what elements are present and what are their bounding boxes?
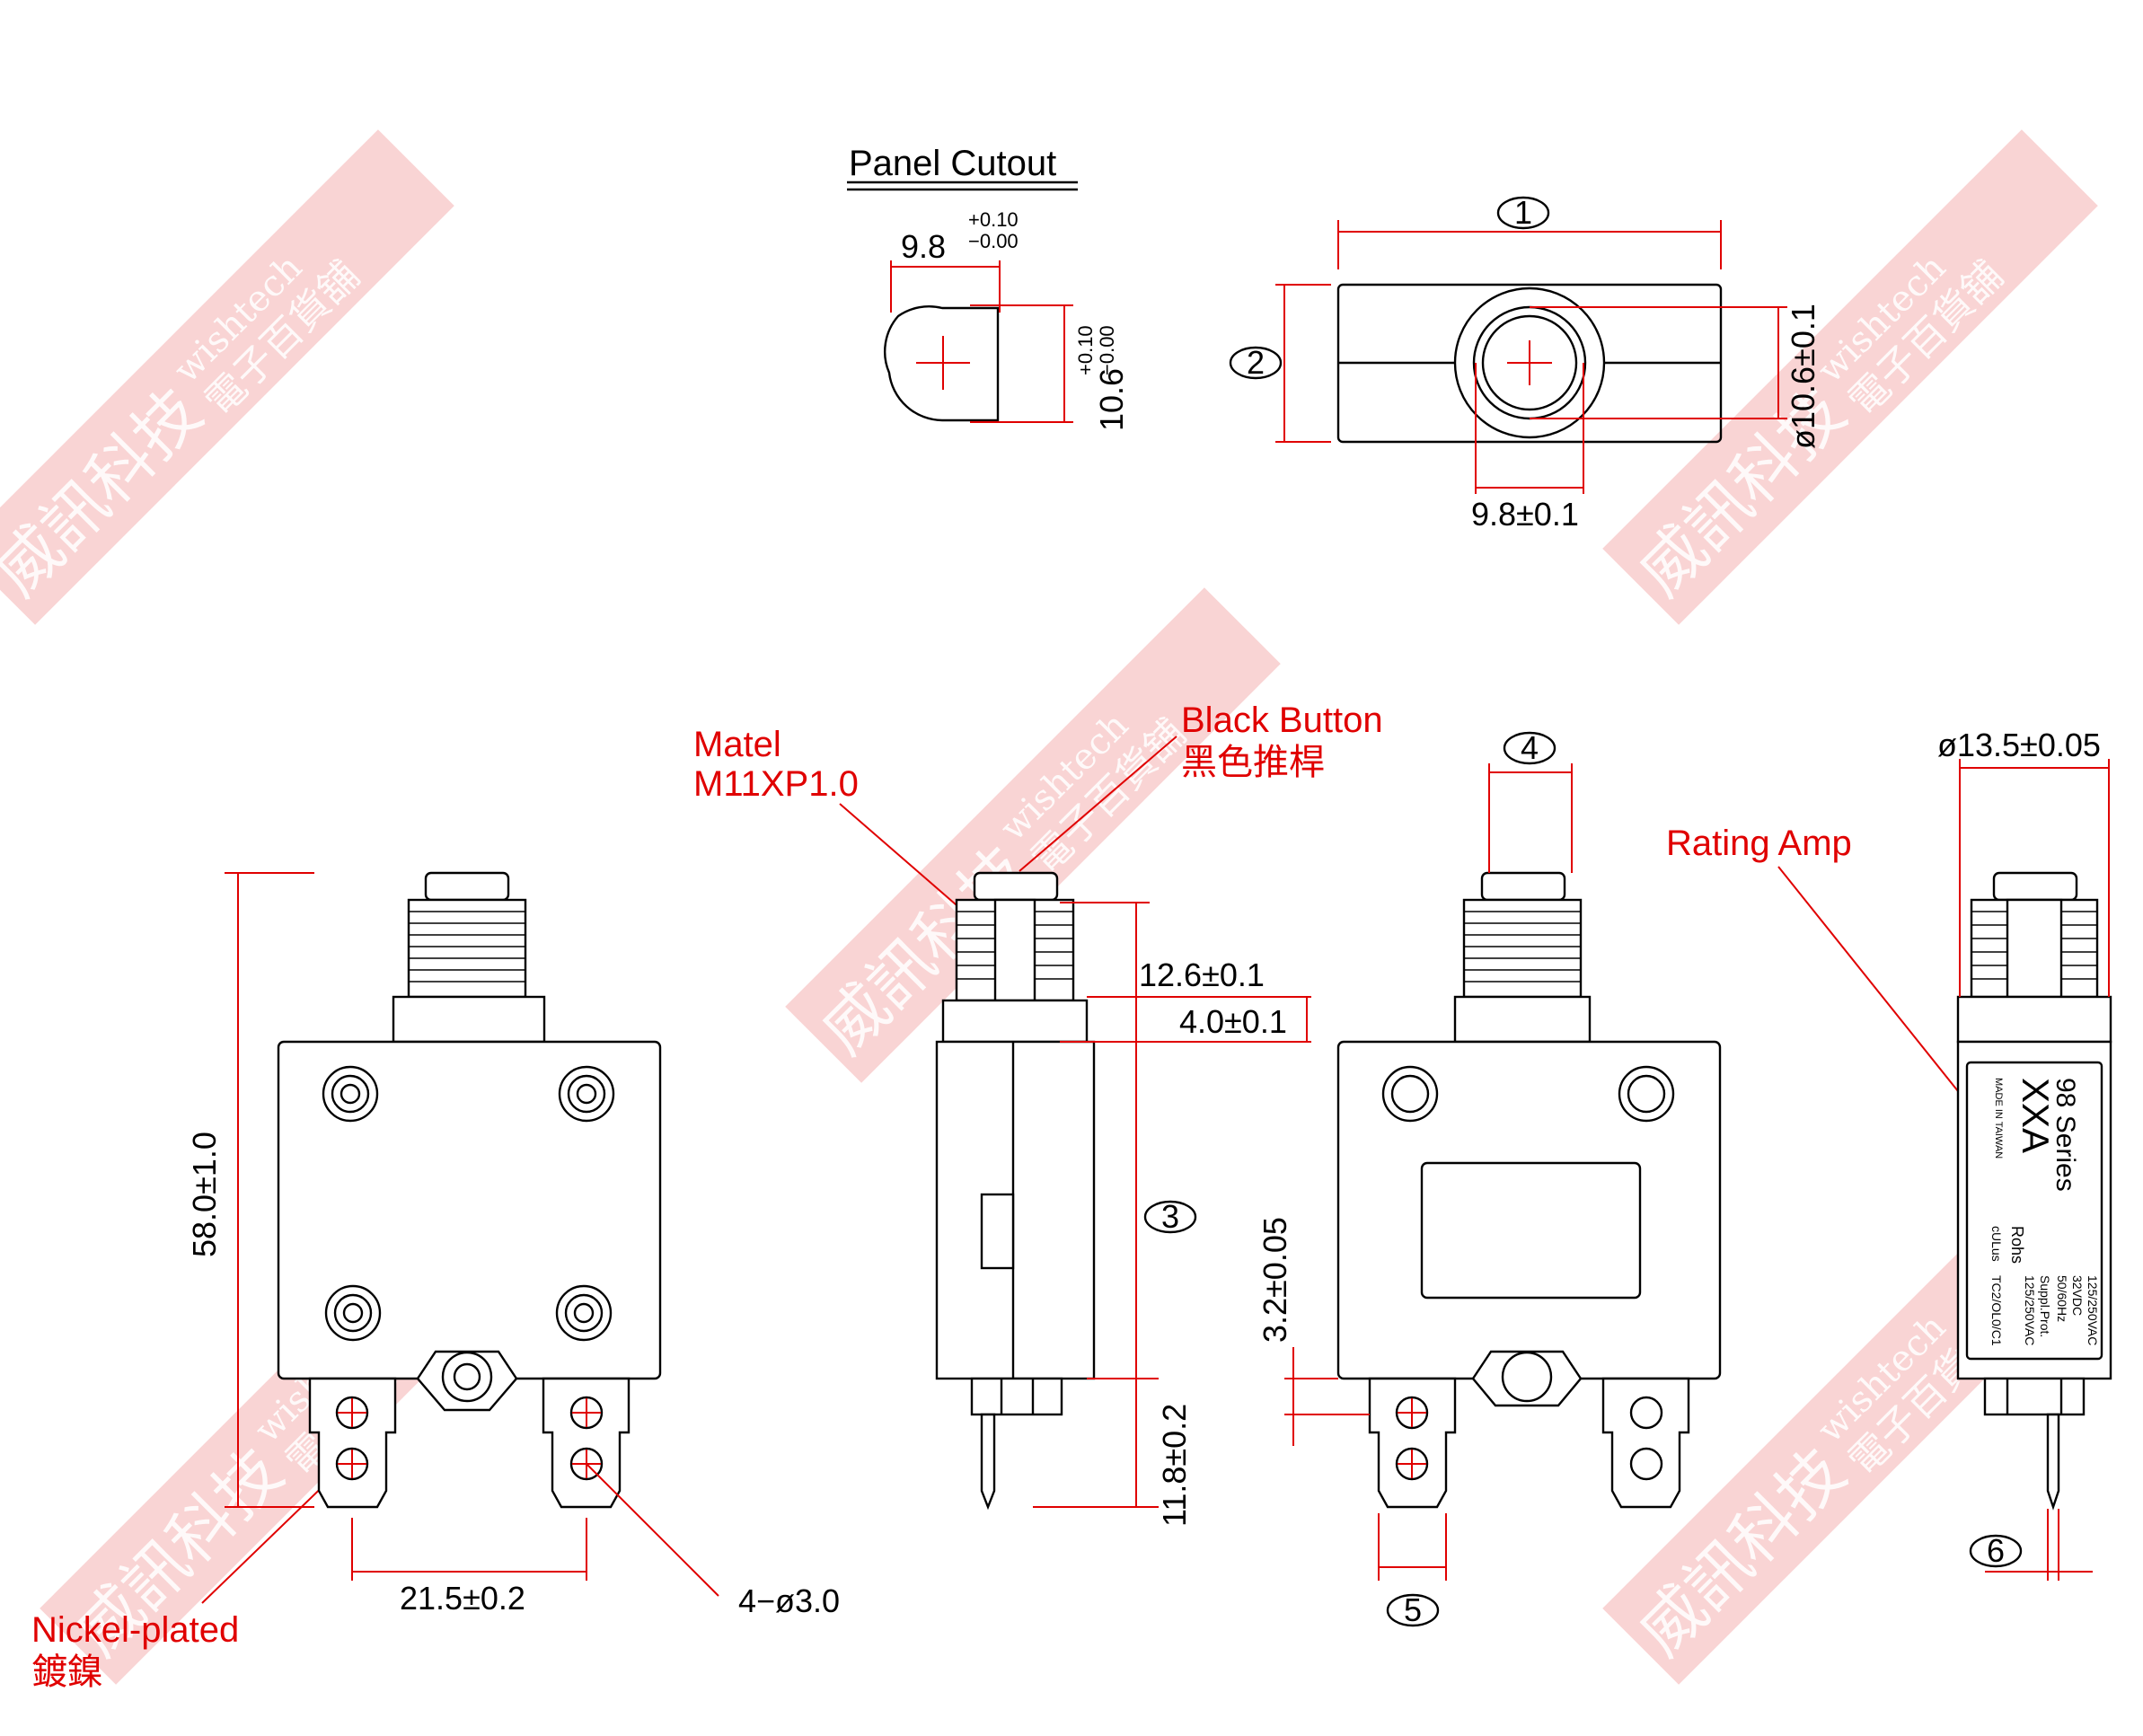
cutout-tol-minus: −0.00 [968,230,1019,252]
label-tc: TC2/OL0/C1 [1989,1275,2004,1346]
rear-gap-label: 3.2±0.05 [1257,1217,1293,1343]
dimension-bubble-1-label: 1 [1514,194,1532,231]
dimension-bubble-6-label: 6 [1987,1532,2005,1569]
watermark-left-top: 威訊科技 wishtech 電子百貨舖 [0,129,454,625]
label-rating2: 32VDC [2070,1275,2085,1316]
callout-black-button-en: Black Button [1181,701,1383,740]
dimension-bubble-1 [1496,196,1550,230]
rivet-holes [322,1065,615,1342]
dimension-bubble-5-label: 5 [1404,1591,1422,1628]
dimension-bubble-4 [1503,731,1557,765]
thread-lines [409,911,525,983]
front-holes-label: 4−ø3.0 [738,1582,840,1619]
callout-nickel-zh: 鍍鎳 [31,1652,103,1692]
side-terminal-label: 11.8±0.2 [1156,1404,1193,1527]
terminal-holes [335,1396,604,1481]
front-pitch-label: 21.5±0.2 [400,1580,525,1617]
label-made-in: MADE IN TAIWAN [1993,1078,2004,1159]
side-thread-lines [957,911,1073,980]
callout-black-button-zh: 黑色推桿 [1181,743,1325,782]
dimension-bubble-3 [1143,1200,1197,1234]
dimension-bubble-2-label: 2 [1247,344,1265,381]
top-diameter-label: ø10.6±0.1 [1785,304,1821,449]
front-height-label: 58.0±1.0 [186,1132,223,1257]
callout-rating-amp: Rating Amp [1666,824,1852,863]
label-ul: cULus [1989,1226,2004,1262]
cutout-tol-plus: +0.10 [968,208,1019,231]
callout-nickel-en: Nickel-plated [31,1610,239,1650]
callouts: Matel M11XP1.0 Black Button 黑色推桿 Rating … [31,701,1977,1692]
cutout-shape [883,305,1000,422]
label-rohs: Rohs [2008,1226,2026,1264]
watermark-text: 威訊科技 [1624,374,1860,610]
cutout-height-tol-plus: +0.10 [1074,325,1097,375]
label-printing: 98 Series XXA MADE IN TAIWAN Rohs cULus … [1989,1078,2100,1346]
front-view: 58.0±1.0 21.5±0.2 4−ø3.0 [186,871,840,1619]
side-view: 12.6±0.1 4.0±0.1 3 11.8±0.2 [935,871,1311,1527]
rear-thread-lines [1464,911,1581,983]
label-amp: XXA [2015,1078,2057,1153]
callout-matel-1: Matel [693,725,781,764]
label-rating1: 125/250VAC [2086,1275,2100,1345]
dimension-bubble-4-label: 4 [1521,729,1539,766]
dimension-bubble-6 [1969,1534,2023,1568]
label-view: 98 Series XXA MADE IN TAIWAN Rohs cULus … [1937,727,2112,1581]
dimension-bubble-3-label: 3 [1161,1198,1179,1235]
label-rating4: 125/250VAC [2023,1275,2037,1345]
side-thread-label: 12.6±0.1 [1139,956,1265,993]
rear-view: 4 3.2±0.05 5 [1257,729,1722,1628]
watermark-right-top: 威訊科技 wishtech 電子百貨舖 [1602,129,2098,625]
label-series: 98 Series [2050,1078,2080,1192]
panel-cutout-title: Panel Cutout [849,144,1056,183]
side-flange-label: 4.0±0.1 [1179,1003,1287,1040]
label-suppl: Suppl.Prot. [2038,1275,2052,1337]
panel-cutout: Panel Cutout 9.8 +0.10 −0.00 10.6 +0.10 … [847,144,1130,431]
dimension-bubble-5 [1386,1593,1440,1627]
top-width-label: 9.8±0.1 [1471,496,1579,533]
label-thread-lines [1971,911,2097,980]
cutout-height-tol-minus: −0.00 [1096,325,1118,375]
dimension-bubble-2 [1229,346,1283,380]
callout-matel-2: M11XP1.0 [693,764,859,804]
label-rating3: 50/60Hz [2055,1275,2069,1322]
label-diameter-label: ø13.5±0.05 [1937,727,2101,763]
cutout-height-label: 10.6 [1093,368,1130,431]
cutout-width-label: 9.8 [901,228,946,265]
top-view: 1 2 ø10.6±0.1 9.8±0.1 [1229,194,1821,533]
